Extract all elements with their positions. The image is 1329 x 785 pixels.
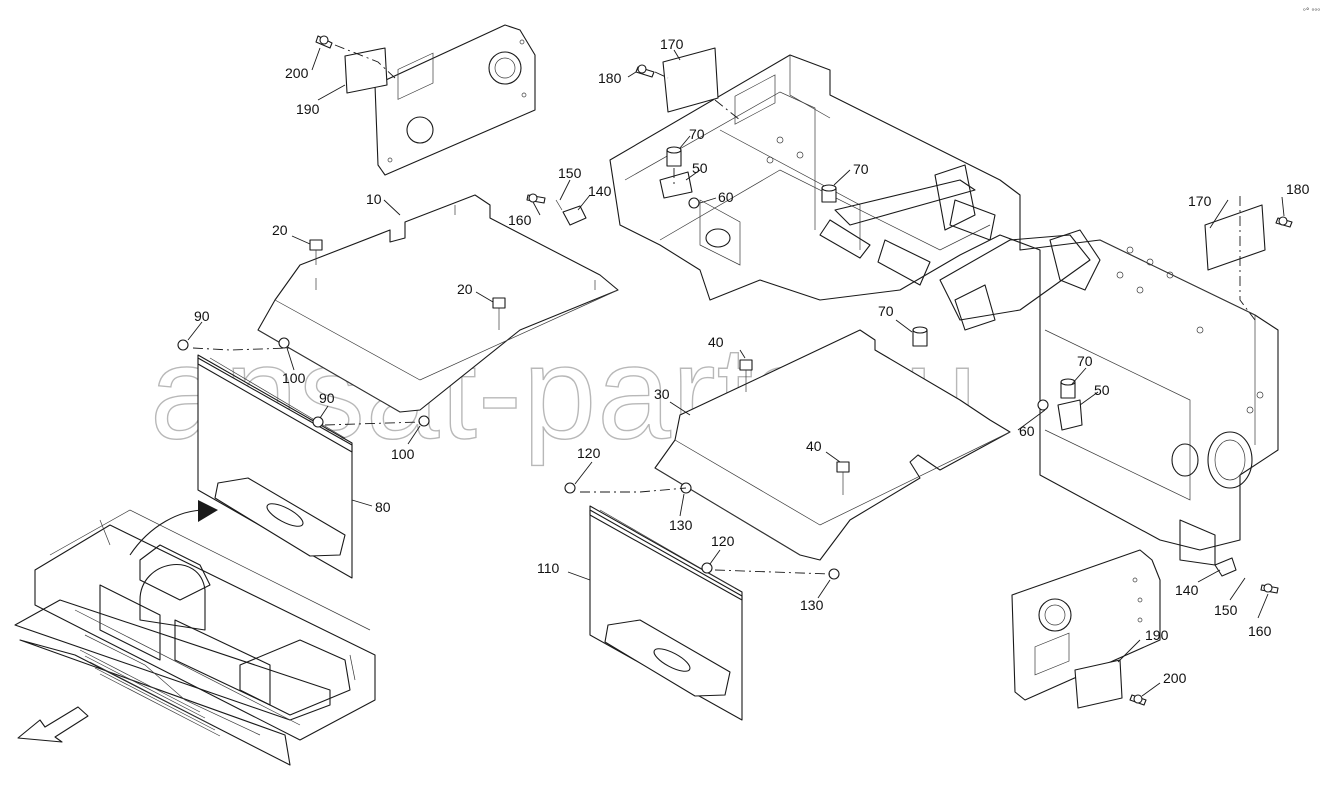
top-cover-panel-10: [257, 194, 619, 413]
hinged-flap-80: [177, 337, 430, 579]
callout-labels: 200 190 170 180 70 50 70 60 10 150 140 1…: [194, 36, 1310, 686]
callout-70-b: 70: [853, 161, 869, 177]
callout-130-a: 130: [669, 517, 693, 533]
callout-70-d: 70: [1077, 353, 1093, 369]
callout-190-lower: 190: [1145, 627, 1169, 643]
corner-mark: ᵒ° ᵒᵒᵒ: [1303, 7, 1320, 15]
callout-20-b: 20: [457, 281, 473, 297]
callout-60-b: 60: [1019, 423, 1035, 439]
callout-190-upper: 190: [296, 101, 320, 117]
callout-100-b: 100: [391, 446, 415, 462]
callout-130-b: 130: [800, 597, 824, 613]
callout-10: 10: [366, 191, 382, 207]
cover-plate-170-upper: [635, 47, 741, 121]
main-frame: [609, 54, 1279, 566]
machine-overview-illustration: [14, 500, 376, 766]
rubber-mounts-upper: [659, 146, 837, 209]
callout-140-upper: 140: [588, 183, 612, 199]
callout-50-a: 50: [692, 160, 708, 176]
hardware-upper-150-140-160: [526, 193, 587, 226]
callout-200-upper: 200: [285, 65, 309, 81]
callout-90-b: 90: [319, 390, 335, 406]
callout-120-b: 120: [711, 533, 735, 549]
callout-180-right: 180: [1286, 181, 1310, 197]
callout-80: 80: [375, 499, 391, 515]
callout-120-a: 120: [577, 445, 601, 461]
rubber-mounts-lower: [912, 326, 1083, 431]
cover-plate-190-upper: [315, 35, 396, 94]
callout-150-upper: 150: [558, 165, 582, 181]
callout-160-upper: 160: [508, 212, 532, 228]
cover-plate-170-right: [1204, 196, 1293, 321]
callout-170-upper: 170: [660, 36, 684, 52]
callout-140-lower: 140: [1175, 582, 1199, 598]
callout-110: 110: [537, 560, 560, 576]
callout-60-a: 60: [718, 189, 734, 205]
callout-160-lower: 160: [1248, 623, 1272, 639]
callout-30: 30: [654, 386, 670, 402]
top-cover-panel-30: [654, 329, 1011, 561]
callout-70-c: 70: [878, 303, 894, 319]
callout-180-upper: 180: [598, 70, 622, 86]
callout-40-a: 40: [708, 334, 724, 350]
callout-200-lower: 200: [1163, 670, 1187, 686]
callout-40-b: 40: [806, 438, 822, 454]
callout-70-a: 70: [689, 126, 705, 142]
bolts-20: [309, 239, 506, 330]
side-panel-lower-right: [1011, 549, 1279, 709]
leader-lines: [187, 47, 1285, 697]
callout-50-b: 50: [1094, 382, 1110, 398]
hinged-flap-110: [564, 482, 840, 721]
callout-170-right: 170: [1188, 193, 1212, 209]
callout-90-a: 90: [194, 308, 210, 324]
callout-150-lower: 150: [1214, 602, 1238, 618]
callout-100-a: 100: [282, 370, 306, 386]
callout-20-a: 20: [272, 222, 288, 238]
side-panel-upper-left: [374, 24, 536, 176]
